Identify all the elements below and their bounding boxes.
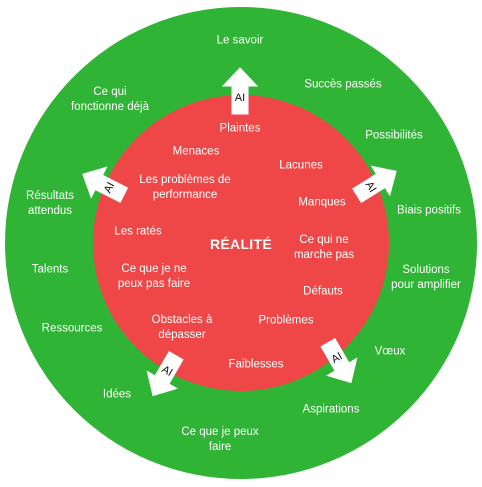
arrow-upper-right: AI (352, 165, 397, 204)
outer-label-aspirations: Aspirations (302, 403, 360, 416)
inner-circle (93, 95, 389, 391)
inner-label-menaces: Menaces (172, 145, 220, 158)
arrow-lower-right: AI (320, 337, 358, 384)
inner-label-problemes: Problèmes (258, 314, 314, 327)
outer-label-biais-positifs: Biais positifs (397, 204, 461, 217)
inner-label-manques: Manques (298, 196, 346, 209)
arrow-lower-left-label: AI (159, 363, 174, 379)
inner-label-lacunes: Lacunes (279, 159, 323, 172)
arrow-upper-left-label: AI (102, 180, 117, 195)
outer-label-talents: Talents (31, 263, 69, 276)
inner-label-rates: Les ratés (114, 225, 162, 238)
inner-label-defauts: Défauts (303, 285, 343, 298)
inner-label-faiblesses: Faiblesses (228, 358, 284, 371)
outer-label-succes-passes: Succès passés (304, 78, 382, 91)
outer-label-ressources: Ressources (41, 322, 103, 335)
outer-label-le-savoir: Le savoir (216, 34, 264, 47)
arrow-lower-right-label: AI (329, 350, 344, 366)
outer-label-idees: Idées (102, 388, 132, 401)
inner-label-plaintes: Plaintes (219, 122, 261, 135)
arrow-upper-left: AI (82, 166, 129, 203)
arrow-up: AI (221, 67, 259, 115)
outer-label-voeux: Vœux (374, 345, 406, 358)
center-title: RÉALITÉ (210, 236, 272, 252)
outer-label-possibilites: Possibilités (365, 129, 423, 142)
arrow-up-label: AI (235, 92, 245, 104)
arrow-lower-left: AI (146, 350, 184, 397)
